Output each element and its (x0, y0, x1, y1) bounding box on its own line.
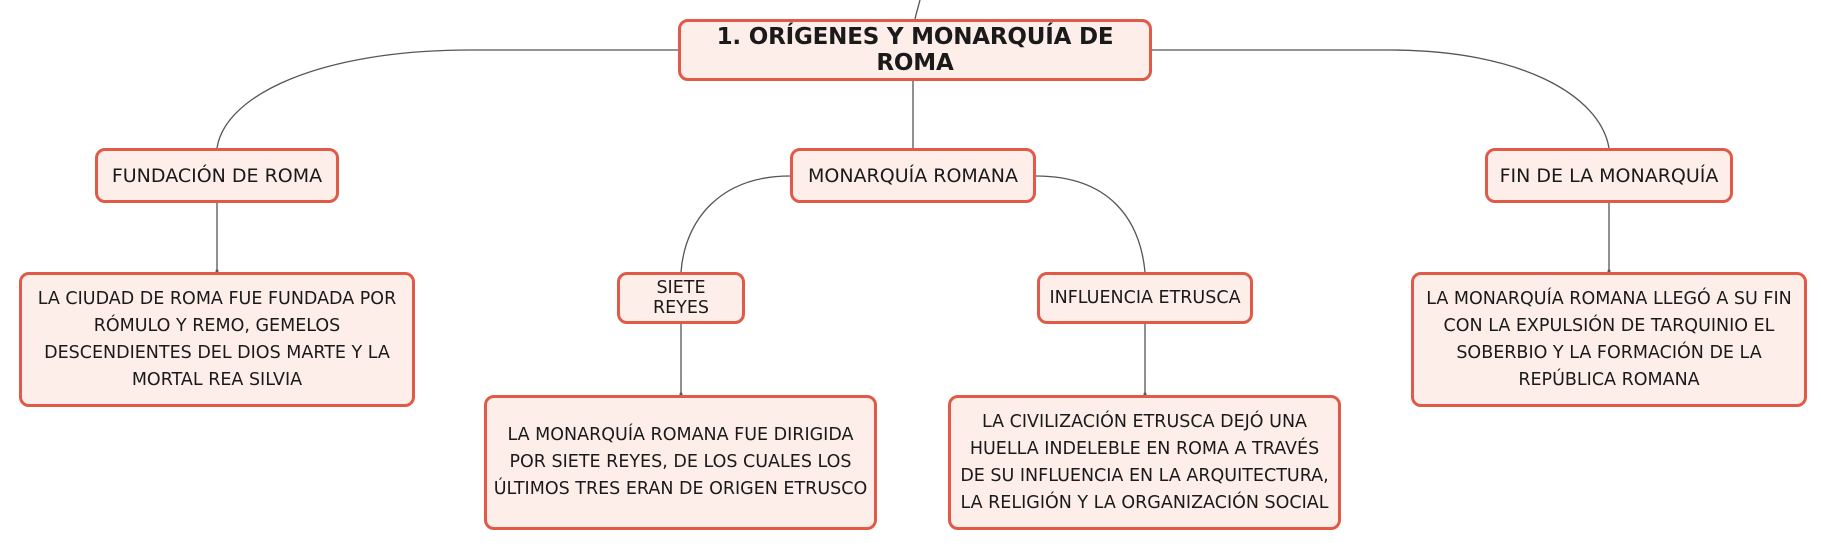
subtopic-node-influencia-etrusca-label: INFLUENCIA ETRUSCA (1049, 288, 1241, 308)
topic-node-monarquia-label: MONARQUÍA ROMANA (807, 164, 1019, 187)
connector-parent-to-root (914, 0, 921, 20)
topic-node-fundacion[interactable]: FUNDACIÓN DE ROMA (95, 148, 339, 203)
detail-node-siete-reyes[interactable]: LA MONARQUÍA ROMANA FUE DIRIGIDA POR SIE… (484, 395, 877, 530)
subtopic-node-influencia-etrusca[interactable]: INFLUENCIA ETRUSCA (1037, 272, 1253, 324)
topic-node-fin-label: FIN DE LA MONARQUÍA (1499, 164, 1719, 187)
connector-root-to-fundacion (216, 49, 678, 149)
topic-node-fin[interactable]: FIN DE LA MONARQUÍA (1485, 148, 1733, 203)
detail-node-influencia-etrusca-text: LA CIVILIZACIÓN ETRUSCA DEJÓ UNA HUELLA … (960, 411, 1329, 513)
root-node[interactable]: 1. ORÍGENES Y MONARQUÍA DE ROMA (678, 19, 1152, 81)
connector-monarquia-to-influencia-etrusca (1035, 175, 1146, 273)
detail-node-fundacion-text: LA CIUDAD DE ROMA FUE FUNDADA POR RÓMULO… (37, 288, 397, 390)
detail-node-influencia-etrusca[interactable]: LA CIVILIZACIÓN ETRUSCA DEJÓ UNA HUELLA … (948, 395, 1341, 530)
detail-node-fin-text: LA MONARQUÍA ROMANA LLEGÓ A SU FIN CON L… (1426, 288, 1792, 390)
detail-node-fin[interactable]: LA MONARQUÍA ROMANA LLEGÓ A SU FIN CON L… (1411, 272, 1807, 407)
topic-node-fundacion-label: FUNDACIÓN DE ROMA (111, 164, 323, 187)
topic-node-monarquia[interactable]: MONARQUÍA ROMANA (790, 148, 1036, 203)
root-node-label: 1. ORÍGENES Y MONARQUÍA DE ROMA (716, 24, 1114, 76)
subtopic-node-siete-reyes[interactable]: SIETE REYES (617, 272, 745, 324)
connector-root-to-fin (1152, 49, 1610, 149)
connector-monarquia-to-siete-reyes (680, 175, 791, 273)
detail-node-fundacion[interactable]: LA CIUDAD DE ROMA FUE FUNDADA POR RÓMULO… (19, 272, 415, 407)
subtopic-node-siete-reyes-label: SIETE REYES (652, 278, 710, 318)
detail-node-siete-reyes-text: LA MONARQUÍA ROMANA FUE DIRIGIDA POR SIE… (493, 425, 868, 499)
